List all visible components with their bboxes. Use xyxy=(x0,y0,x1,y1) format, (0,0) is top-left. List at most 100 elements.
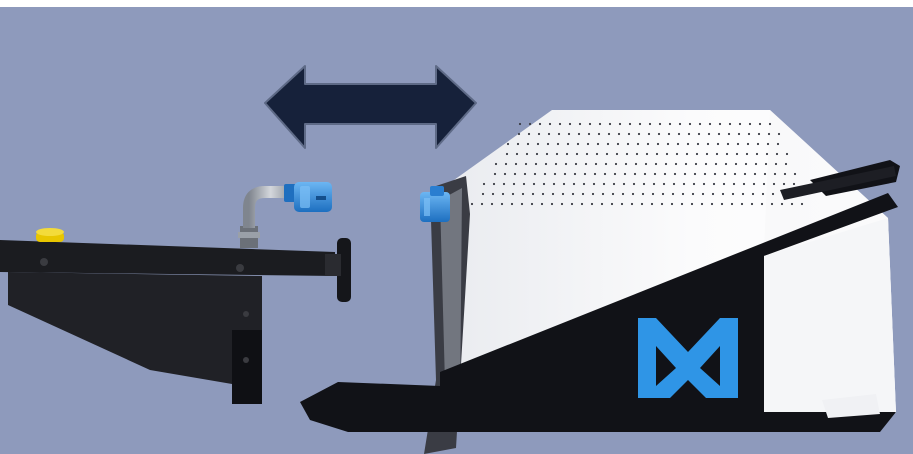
perforation-dot xyxy=(492,182,496,186)
perforation-dot xyxy=(565,152,569,156)
perforation-dot xyxy=(766,142,770,146)
perforation-dot xyxy=(543,172,547,176)
perforation-dot xyxy=(605,152,609,156)
perforation-dot xyxy=(674,162,678,166)
perforation-dot xyxy=(514,162,518,166)
perforation-dot xyxy=(568,122,572,126)
perforation-dot xyxy=(493,172,497,176)
perforation-dot xyxy=(755,152,759,156)
perforation-dot xyxy=(703,172,707,176)
perforation-dot xyxy=(708,122,712,126)
perforation-dot xyxy=(522,182,526,186)
perforation-dot xyxy=(640,202,644,206)
perforation-dot xyxy=(627,132,631,136)
perforation-dot xyxy=(644,162,648,166)
perforation-dot xyxy=(646,142,650,146)
perforation-dot xyxy=(662,182,666,186)
perforation-dot xyxy=(545,152,549,156)
perforation-dot xyxy=(721,192,725,196)
perforation-dot xyxy=(774,162,778,166)
perforation-dot xyxy=(761,192,765,196)
perforation-dot xyxy=(680,202,684,206)
perforation-dot xyxy=(570,202,574,206)
perforation-dot xyxy=(601,192,605,196)
perforation-dot xyxy=(645,152,649,156)
perforation-dot xyxy=(734,162,738,166)
perforation-dot xyxy=(536,142,540,146)
perforation-dot xyxy=(588,122,592,126)
perforation-dot xyxy=(630,202,634,206)
perforation-dot xyxy=(512,182,516,186)
perforation-dot xyxy=(526,142,530,146)
perforation-dot xyxy=(790,202,794,206)
perforation-dot xyxy=(744,162,748,166)
perforation-dot xyxy=(608,122,612,126)
perforation-dot xyxy=(626,142,630,146)
perforation-dot xyxy=(550,202,554,206)
perforation-dot xyxy=(714,162,718,166)
perforation-dot xyxy=(571,192,575,196)
perforation-dot xyxy=(653,172,657,176)
perforation-dot xyxy=(660,202,664,206)
perforation-dot xyxy=(655,152,659,156)
perforation-dot xyxy=(602,182,606,186)
perforation-dot xyxy=(560,202,564,206)
perforation-dot xyxy=(521,192,525,196)
perforation-dot xyxy=(757,132,761,136)
perforation-dot xyxy=(573,172,577,176)
perforation-dot xyxy=(730,202,734,206)
perforation-dot xyxy=(748,122,752,126)
perforation-dot xyxy=(542,182,546,186)
perforation-dot xyxy=(685,152,689,156)
perforation-dot xyxy=(566,142,570,146)
perforation-dot xyxy=(652,182,656,186)
perforation-dot xyxy=(590,202,594,206)
perforation-dot xyxy=(724,162,728,166)
perforation-dot xyxy=(664,162,668,166)
perforation-dot xyxy=(531,192,535,196)
perforation-dot xyxy=(578,122,582,126)
perforation-dot xyxy=(587,132,591,136)
perforation-dot xyxy=(524,162,528,166)
perforation-dot xyxy=(648,122,652,126)
perforation-dot xyxy=(678,122,682,126)
perforation-dot xyxy=(682,182,686,186)
perforation-dot xyxy=(690,202,694,206)
perforation-dot xyxy=(800,202,804,206)
perforation-dot xyxy=(738,122,742,126)
perforation-dot xyxy=(753,172,757,176)
perforation-dot xyxy=(636,142,640,146)
perforation-dot xyxy=(711,192,715,196)
perforation-dot xyxy=(585,152,589,156)
perforation-dot xyxy=(702,182,706,186)
perforation-dot xyxy=(547,132,551,136)
perforation-dot xyxy=(533,172,537,176)
perforation-dot xyxy=(593,172,597,176)
perforation-dot xyxy=(718,122,722,126)
perforation-dot xyxy=(735,152,739,156)
yellow-knob xyxy=(36,228,64,242)
perforation-dot xyxy=(657,132,661,136)
perforation-dot xyxy=(618,122,622,126)
perforation-dot xyxy=(567,132,571,136)
perforation-dot xyxy=(557,132,561,136)
perforation-dot xyxy=(704,162,708,166)
perforated-panel-unit xyxy=(300,110,900,454)
perforation-dot xyxy=(767,132,771,136)
perforation-dot xyxy=(548,122,552,126)
perforation-dot xyxy=(697,132,701,136)
perforation-dot xyxy=(632,182,636,186)
perforation-dot xyxy=(470,202,474,206)
perforation-dot xyxy=(600,202,604,206)
perforation-dot xyxy=(581,192,585,196)
perforation-dot xyxy=(613,172,617,176)
perforation-dot xyxy=(688,122,692,126)
perforation-dot xyxy=(673,172,677,176)
perforation-dot xyxy=(482,182,486,186)
perforation-dot xyxy=(754,162,758,166)
perforation-dot xyxy=(658,122,662,126)
perforation-dot xyxy=(720,202,724,206)
perforation-dot xyxy=(556,142,560,146)
perforation-dot xyxy=(765,152,769,156)
